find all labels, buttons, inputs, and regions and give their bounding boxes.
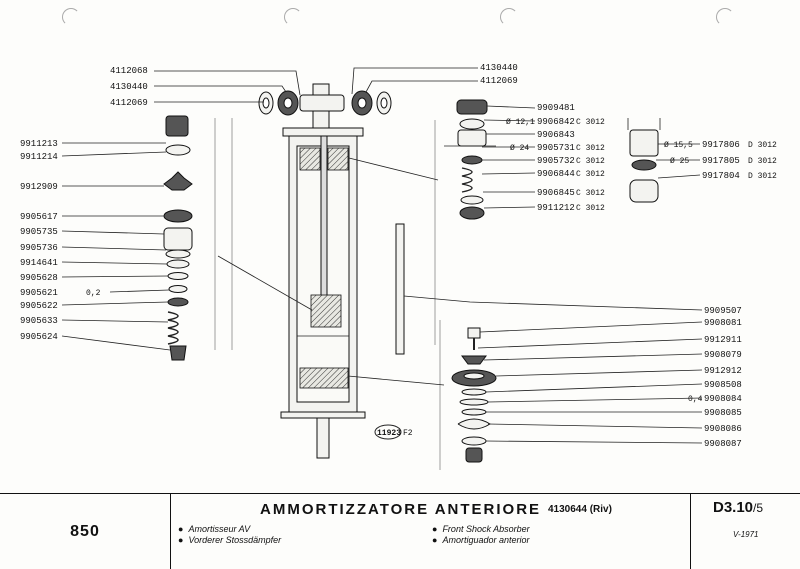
part-label-9908087: 9908087	[704, 439, 742, 449]
left-valve-stack	[163, 115, 193, 361]
page-reference-sub: /5	[753, 501, 764, 515]
part-label-4130440-left: 4130440	[110, 82, 148, 92]
part-label-9905633: 9905633	[20, 316, 58, 326]
reference-cell: D3.10/5 V-1971	[690, 494, 800, 569]
part-dia-9906842: Ø 12,1	[506, 118, 535, 127]
binder-hole-icon	[62, 8, 80, 26]
part-label-9905731: 9905731	[537, 143, 575, 153]
part-label-9914641: 9914641	[20, 258, 58, 268]
part-dia-9905731: Ø 24	[510, 144, 529, 153]
part-code-9906844: C 3012	[576, 170, 605, 179]
part-label-9906842: 9906842	[537, 117, 575, 127]
part-label-4112069-right: 4112069	[480, 76, 518, 86]
binder-hole-icon	[716, 8, 734, 26]
part-label-9917806: 9917806	[702, 140, 740, 150]
part-label-9905621: 9905621	[20, 288, 58, 298]
part-code-9917805: D 3012	[748, 157, 777, 166]
part-label-9905732: 9905732	[537, 156, 575, 166]
part-label-9908079: 9908079	[704, 350, 742, 360]
leader-lines	[61, 67, 703, 444]
figure-suffix: F2	[403, 429, 413, 438]
part-label-9917804: 9917804	[702, 171, 740, 181]
far-right-valve-assembly	[629, 129, 659, 203]
top-bushing-assembly	[258, 90, 392, 116]
bullet-icon: ●	[432, 524, 438, 534]
figure-id: 11923	[377, 429, 401, 438]
revision-date: V-1971	[733, 530, 759, 539]
description-cell: AMMORTIZZATORE ANTERIORE 4130644 (Riv) ●…	[170, 494, 690, 569]
bullet-icon: ●	[432, 535, 438, 545]
part-label-9906843: 9906843	[537, 130, 575, 140]
part-size-9908084: 0,4	[688, 395, 703, 404]
model-cell: 850	[0, 494, 171, 569]
translation-en: ●Front Shock Absorber	[432, 524, 530, 534]
part-code-9911212: C 3012	[576, 204, 605, 213]
shock-absorber-section	[214, 83, 441, 470]
part-label-9911213: 9911213	[20, 139, 58, 149]
bullet-icon: ●	[178, 535, 184, 545]
translation-es: ●Amortiguador anterior	[432, 535, 530, 545]
page-reference: D3.10/5	[713, 499, 764, 516]
part-code-9917804: D 3012	[748, 172, 777, 181]
title-block: 850 AMMORTIZZATORE ANTERIORE 4130644 (Ri…	[0, 493, 800, 569]
part-code-9906845: C 3012	[576, 189, 605, 198]
part-label-9909507: 9909507	[704, 306, 742, 316]
part-label-9908081: 9908081	[704, 318, 742, 328]
binder-hole-icon	[500, 8, 518, 26]
lower-right-valve-stack	[451, 327, 497, 463]
part-label-9917805: 9917805	[702, 156, 740, 166]
part-label-9909481: 9909481	[537, 103, 575, 113]
part-label-9905617: 9905617	[20, 212, 58, 222]
part-code-9905731: C 3012	[576, 144, 605, 153]
exploded-parts-diagram: 4112068 4130440 4112069 4130440 4112069 …	[20, 63, 777, 470]
part-label-9911212: 9911212	[537, 203, 575, 213]
part-label-9911214: 9911214	[20, 152, 58, 162]
translation-de: ●Vorderer Stossdämpfer	[178, 535, 282, 545]
part-label-4112069-left: 4112069	[110, 98, 148, 108]
part-label-4130440-right: 4130440	[480, 63, 518, 73]
part-label-9905622: 9905622	[20, 301, 58, 311]
part-code-9906842: C 3012	[576, 118, 605, 127]
part-label-9905736: 9905736	[20, 243, 58, 253]
upper-right-valve-stack	[456, 99, 488, 220]
model-number: 850	[70, 523, 100, 540]
part-code-9905732: C 3012	[576, 157, 605, 166]
binder-hole-icon	[284, 8, 302, 26]
part-dia-9917805: Ø 25	[670, 157, 689, 166]
part-label-4112068: 4112068	[110, 66, 148, 76]
part-code-9917806: D 3012	[748, 141, 777, 150]
part-label-9912912: 9912912	[704, 366, 742, 376]
part-label-9905735: 9905735	[20, 227, 58, 237]
part-label-9908084: 9908084	[704, 394, 742, 404]
part-label-9906845: 9906845	[537, 188, 575, 198]
part-dia-9917806: Ø 15,5	[664, 141, 693, 150]
part-label-9905628: 9905628	[20, 273, 58, 283]
part-label-9908508: 9908508	[704, 380, 742, 390]
bullet-icon: ●	[178, 524, 184, 534]
part-label-9905624: 9905624	[20, 332, 58, 342]
part-size-9905621: 0,2	[86, 289, 101, 298]
part-label-9912911: 9912911	[704, 335, 742, 345]
translation-fr: ●Amortisseur AV	[178, 524, 251, 534]
part-label-9908086: 9908086	[704, 424, 742, 434]
part-title-code: 4130644 (Riv)	[548, 504, 612, 515]
part-label-9908085: 9908085	[704, 408, 742, 418]
part-title: AMMORTIZZATORE ANTERIORE	[260, 501, 542, 518]
part-label-9912909: 9912909	[20, 182, 58, 192]
part-label-9906844: 9906844	[537, 169, 575, 179]
